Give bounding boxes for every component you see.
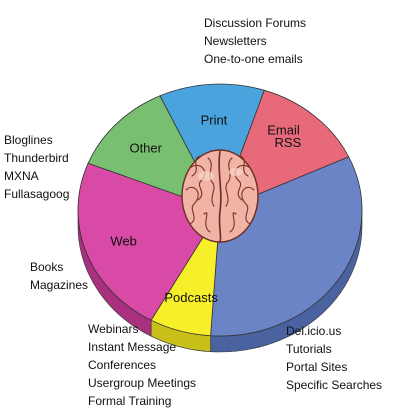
annotation-line: Magazines — [30, 278, 89, 292]
slice-label-email: Email — [267, 122, 300, 137]
slice-label-rss: RSS — [275, 135, 302, 150]
rss-annotations: Bloglines Thunderbird MXNA Fullasagoog — [4, 131, 69, 203]
annotation-line: Conferences — [88, 358, 157, 372]
print-annotations: Books Magazines — [30, 258, 88, 294]
annotation-line: Books — [30, 260, 64, 274]
slice-label-print: Print — [201, 112, 228, 127]
annotation-line: Specific Searches — [286, 378, 383, 392]
annotation-line: Webinars — [88, 322, 139, 336]
annotation-line: Discussion Forums — [204, 16, 307, 30]
annotation-line: One-to-one emails — [204, 52, 303, 66]
annotation-line: Thunderbird — [4, 151, 69, 165]
slice-label-web: Web — [110, 233, 137, 248]
web-annotations: Del.icio.us Tutorials Portal Sites Speci… — [286, 322, 382, 394]
annotation-line: Portal Sites — [286, 360, 348, 374]
annotation-line: Newsletters — [204, 34, 267, 48]
other-annotations: Webinars Instant Message Conferences Use… — [88, 320, 196, 410]
annotation-line: Fullasagoog — [4, 187, 70, 201]
brain-icon — [181, 149, 259, 243]
annotation-line: Tutorials — [286, 342, 332, 356]
annotation-line: Del.icio.us — [286, 324, 342, 338]
pie-slice-print — [159, 83, 265, 211]
annotation-line: Instant Message — [88, 340, 177, 354]
email-annotations: Discussion Forums Newsletters One-to-one… — [204, 14, 306, 68]
annotation-line: Usergroup Meetings — [88, 376, 197, 390]
slice-label-podcasts: Podcasts — [164, 290, 218, 305]
annotation-line: MXNA — [4, 169, 39, 183]
annotation-line: Bloglines — [4, 133, 53, 147]
slice-label-other: Other — [129, 141, 162, 156]
annotation-line: Formal Training — [88, 394, 172, 408]
